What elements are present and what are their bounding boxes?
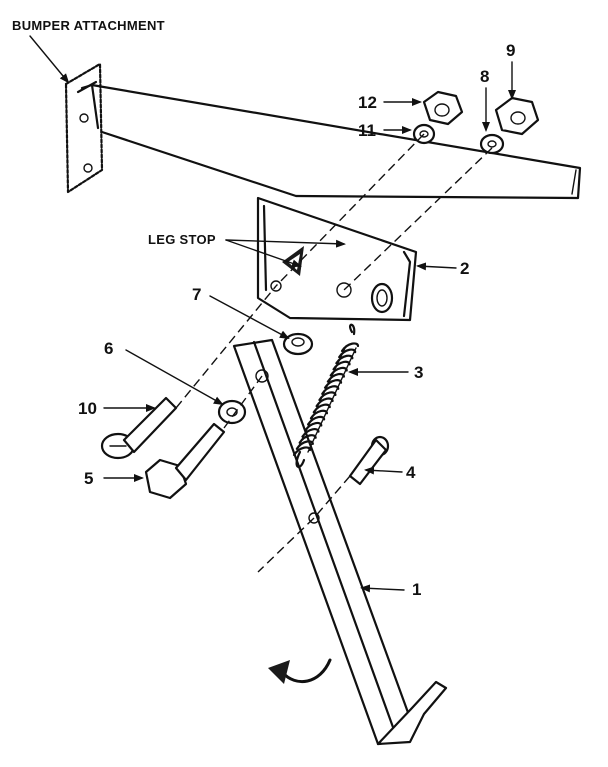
- hex-nut-12: [422, 90, 464, 126]
- hex-bolt-5: [144, 422, 226, 500]
- carriage-screw-10: [100, 396, 178, 460]
- callout-3: 3: [414, 363, 423, 382]
- spring-coil: [340, 342, 360, 353]
- spring-coil: [295, 440, 314, 450]
- spring-coil: [321, 385, 340, 395]
- spacer-nut: [282, 332, 314, 356]
- spring-coil: [298, 434, 317, 444]
- spring-coil: [307, 415, 326, 426]
- spring-coil: [326, 372, 345, 383]
- spring-coil: [332, 360, 351, 371]
- callout-10: 10: [78, 399, 97, 418]
- spring-coil: [315, 397, 334, 408]
- spring-coil: [318, 391, 337, 402]
- hex-nut-9: [494, 96, 540, 136]
- alignment-lines: [175, 133, 493, 573]
- callout-9: 9: [506, 41, 515, 60]
- spring-coil: [312, 403, 331, 414]
- spring-coil: [338, 348, 357, 359]
- leader-lines: [29, 35, 516, 593]
- spring-coil: [304, 421, 323, 432]
- callout-11: 11: [358, 121, 376, 140]
- leg-stop-bracket: [256, 196, 418, 322]
- bumper-attachment-bracket: [64, 62, 582, 200]
- washer-6: [217, 399, 247, 425]
- callout-4: 4: [406, 463, 416, 482]
- callout-5: 5: [84, 469, 93, 488]
- spring: [292, 323, 360, 469]
- lock-washer-8: [479, 133, 505, 155]
- rotation-arrow: [268, 658, 332, 684]
- callout-6: 6: [104, 339, 113, 358]
- callout-2: 2: [460, 259, 469, 278]
- clevis-pin-4: [348, 435, 390, 486]
- leg-stop-label: LEG STOP: [148, 232, 216, 247]
- callout-12: 12: [358, 93, 377, 112]
- spring-coil: [309, 409, 329, 420]
- callout-7: 7: [192, 285, 201, 304]
- callout-1: 1: [412, 580, 421, 599]
- callout-8: 8: [480, 67, 489, 86]
- stand-leg: [232, 338, 448, 746]
- spring-coil: [323, 379, 343, 389]
- bumper-attachment-label: BUMPER ATTACHMENT: [12, 18, 165, 33]
- spring-coil: [292, 446, 312, 457]
- spring-coil: [301, 428, 320, 438]
- spring-coil: [335, 354, 354, 365]
- spring-coil: [329, 366, 348, 377]
